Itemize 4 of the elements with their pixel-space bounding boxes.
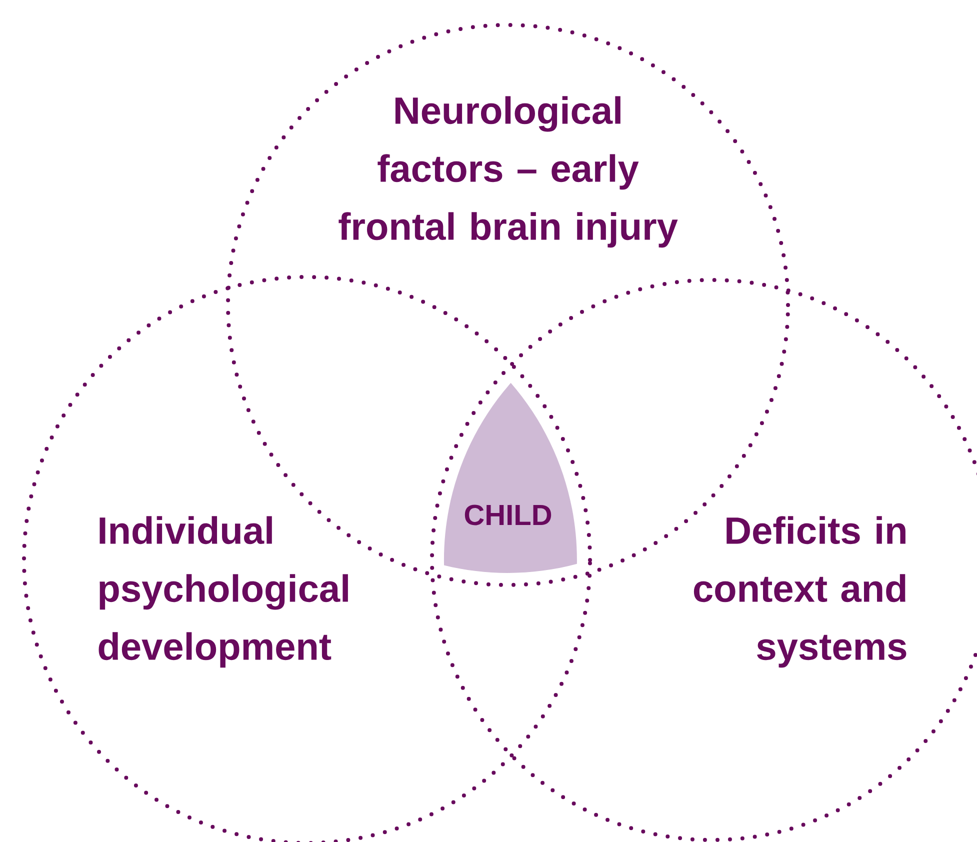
region-label: CHILD [464,504,552,526]
circle-label: Deficits in context and systems [694,516,906,668]
circle-label: Neurological factors – early frontal brain injury [338,96,678,248]
circle-label: Individual psychological development [98,516,348,668]
